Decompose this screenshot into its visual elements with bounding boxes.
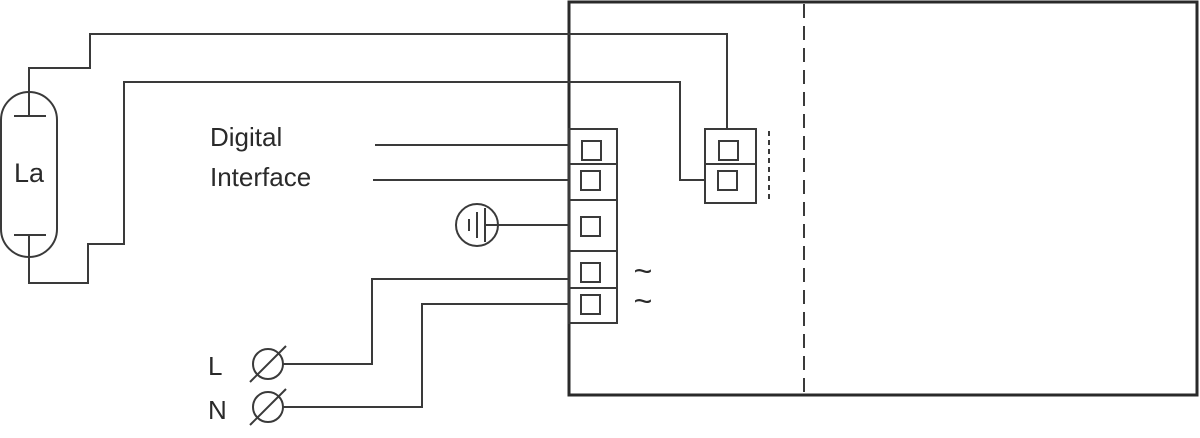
lamp-wire-top (28, 33, 728, 129)
neutral-terminal-icon (249, 388, 287, 426)
lamp-label: La (14, 158, 45, 188)
live-terminal-icon (249, 345, 287, 383)
neutral-wire (283, 303, 569, 408)
ac-symbol-2: ~ (634, 283, 653, 319)
ballast-housing (567, 0, 1199, 397)
terminal-digital-1 (581, 140, 602, 161)
lamp: La (0, 91, 58, 258)
live-wire (283, 278, 569, 365)
digital-interface-label-1: Digital (210, 122, 282, 152)
digital-interface-label-2: Interface (210, 162, 311, 192)
terminal-block-lamp (704, 128, 757, 204)
lamp-wire-bottom (28, 81, 705, 284)
terminal-live (580, 262, 601, 283)
ac-symbol-1: ~ (634, 253, 653, 289)
terminal-block-main (568, 128, 618, 324)
terminal-lamp-1 (718, 140, 739, 161)
live-label: L (208, 351, 222, 381)
terminal-neutral (580, 294, 601, 315)
earth-ground-icon (455, 203, 568, 247)
neutral-label: N (208, 395, 227, 425)
terminal-earth (580, 216, 601, 237)
terminal-digital-2 (580, 170, 601, 191)
terminal-lamp-2 (717, 170, 738, 191)
